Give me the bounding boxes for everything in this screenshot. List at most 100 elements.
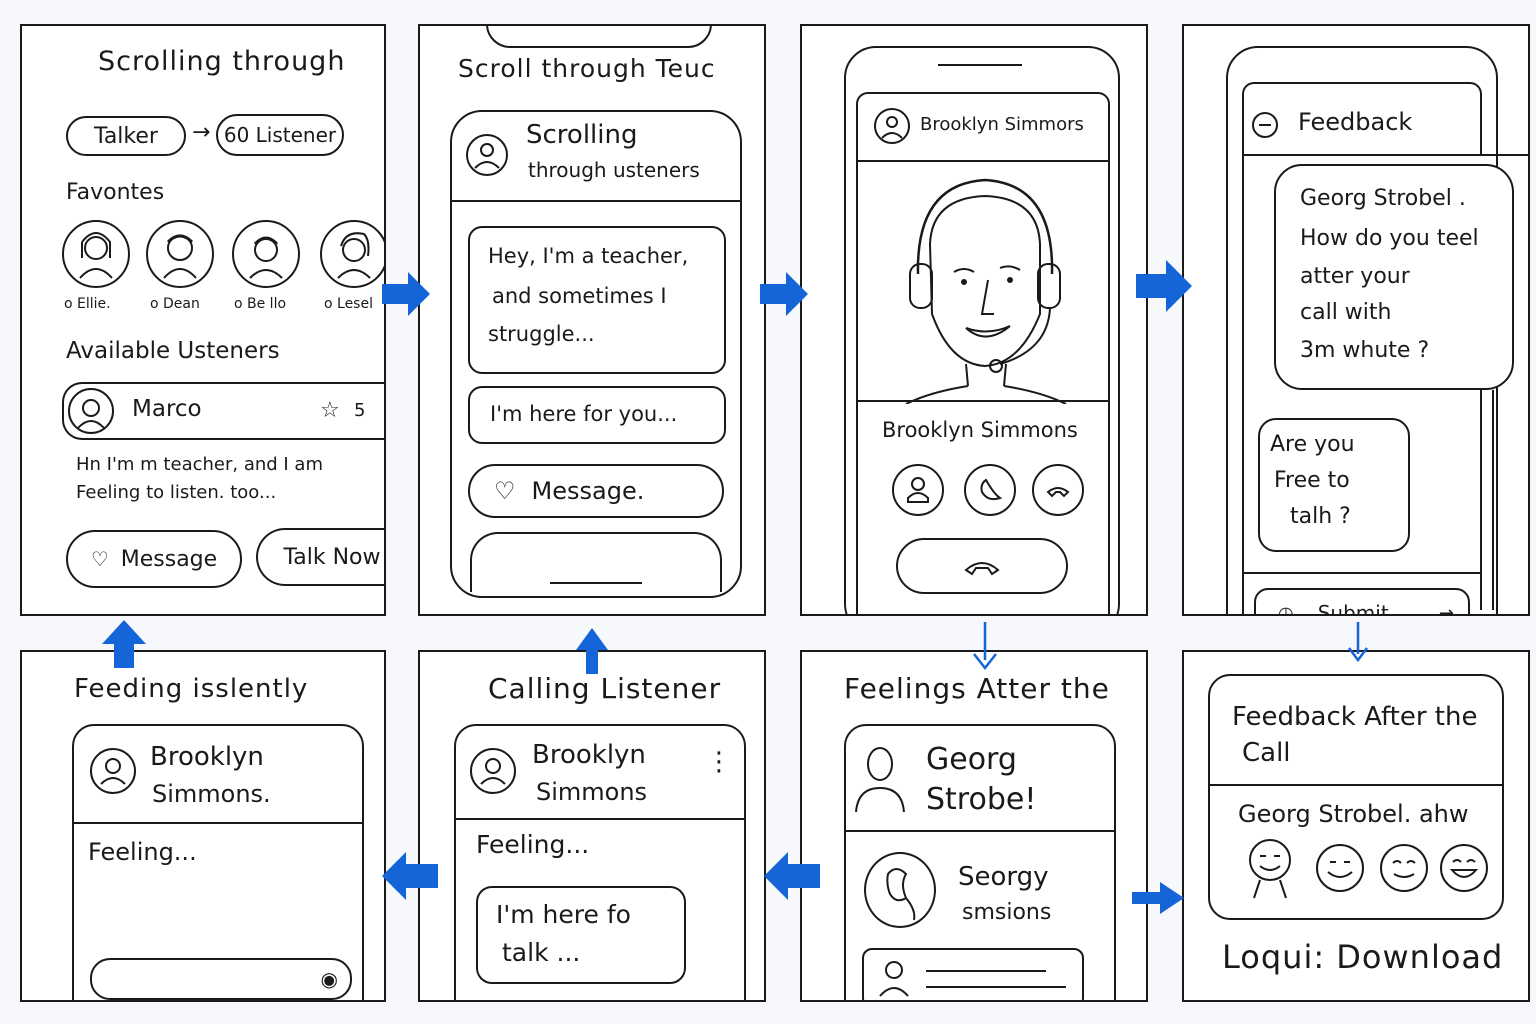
profile-button[interactable] [892, 464, 944, 516]
panel-feeding-silently: Feeding isslently Brooklyn Simmons. Feel… [20, 650, 386, 1002]
panel-title: Scroll through Teuc [458, 54, 716, 83]
person-icon [163, 234, 197, 279]
feedback-header: Feedback [1242, 82, 1482, 154]
avatar-dean[interactable] [146, 220, 214, 288]
message-label: Message [120, 546, 218, 572]
end-call-button[interactable] [896, 538, 1068, 594]
talker-toggle[interactable]: Talker [66, 116, 186, 156]
avatar-ellie[interactable] [62, 220, 130, 288]
bubble-text: struggle... [488, 322, 595, 346]
contact-name: smsions [962, 900, 1052, 925]
reply-text: talh ? [1290, 504, 1351, 529]
subtitle: Georg Strobel. ahw [1238, 800, 1469, 828]
profile-icon [90, 748, 136, 794]
scrollbar [1492, 390, 1494, 610]
reply-bubble[interactable]: I'm here for you... [468, 386, 726, 444]
panel-feelings-after: Feelings Atter the Georg Strobe! Seorgy … [800, 650, 1148, 1002]
favorite-label: o Be llo [234, 296, 287, 312]
phone-frame: Feedback Georg Strobel . How do you teel… [1226, 46, 1528, 616]
panel-feedback: Feedback Georg Strobel . How do you teel… [1182, 24, 1530, 616]
avatar-lesel[interactable] [320, 220, 384, 288]
header-name: Brooklyn Simmors [920, 114, 1084, 135]
person-outline-icon [855, 747, 905, 813]
avatar [68, 388, 114, 434]
divider [858, 400, 1110, 402]
heart-icon: ♡ [90, 547, 109, 571]
person-icon [77, 399, 105, 429]
profile-icon [466, 134, 508, 176]
hang-up-icon [964, 562, 1000, 576]
panel-feedback-after-call: Feedback After the Call Georg Strobel. a… [1182, 650, 1530, 1002]
flow-arrow-left-icon [764, 852, 820, 900]
question-text: atter your [1300, 264, 1410, 289]
contact-name: Georg [926, 742, 1017, 777]
message-input[interactable]: ◉ [90, 958, 352, 1000]
contact-name: Simmons. [152, 780, 271, 808]
caller-name: Brooklyn Simmons [882, 418, 1078, 442]
listener-bio: Feeling to listen. too... [76, 482, 277, 503]
divider [1242, 572, 1480, 574]
header-line: Call [1242, 738, 1291, 768]
panel-title: Calling Listener [488, 672, 722, 705]
avatar-bello[interactable] [232, 220, 300, 288]
panel-call-screen: Brooklyn Simmors Brooklyn Simmons [800, 24, 1148, 616]
arrow-right-icon: → [1438, 602, 1454, 616]
text-placeholder-line [926, 970, 1046, 972]
submit-button[interactable]: ◷ Submit → [1254, 588, 1470, 616]
reply-text: Free to [1274, 468, 1350, 493]
bubble-text: I'm here for you... [490, 402, 678, 426]
phone-icon [1046, 487, 1070, 498]
flow-arrow-down-icon [973, 622, 997, 671]
download-footer[interactable]: Loqui: Download [1222, 938, 1504, 976]
flow-arrow-up-icon [102, 620, 146, 668]
favorites-heading: Favontes [66, 180, 165, 205]
submit-label: Submit [1317, 601, 1389, 616]
divider [1242, 154, 1528, 156]
heart-icon: ♡ [494, 477, 516, 505]
available-heading: Available Usteners [66, 338, 280, 364]
phone-frame: Brooklyn Simmons ⋮ Feeling... I'm here f… [454, 724, 746, 1000]
contact-name: Simmons [536, 778, 648, 806]
phone-frame: Brooklyn Simmons. Feeling... ◉ [72, 724, 364, 1000]
listener-card[interactable]: Marco ☆ 5 [62, 382, 384, 440]
header-line: Scrolling [526, 120, 638, 150]
emoji-icon: ◉ [320, 967, 338, 991]
message-button[interactable]: ♡ Message. [468, 464, 724, 518]
call-card: Brooklyn Simmors Brooklyn Simmons [856, 92, 1110, 614]
person-smile-icon[interactable] [1242, 838, 1298, 900]
favorite-label: o Ellie. [64, 296, 111, 312]
contact-card[interactable] [862, 948, 1084, 1000]
speaker-slot [938, 64, 1022, 66]
contact-name: Brooklyn [150, 742, 264, 772]
more-options-icon[interactable]: ⋮ [706, 747, 732, 777]
panel-title: Feelings Atter the [844, 672, 1110, 705]
person-icon [79, 232, 113, 279]
question-text: How do you teel [1300, 226, 1479, 251]
feeling-text: Feeling... [476, 830, 590, 859]
listener-name: Marco [132, 396, 202, 422]
divider [858, 160, 1110, 162]
speaker-button[interactable] [1032, 464, 1084, 516]
listener-toggle[interactable]: 60 Listener [216, 114, 344, 156]
smile-icon[interactable] [1314, 842, 1366, 894]
panel-title: Scrolling through [98, 46, 346, 77]
message-bubble[interactable]: Hey, I'm a teacher, and sometimes I stru… [468, 226, 726, 374]
message-label: Message. [531, 477, 645, 505]
scroll-track [1242, 154, 1244, 614]
happy-face-icon[interactable] [1438, 842, 1490, 894]
message-button[interactable]: ♡ Message [66, 530, 242, 588]
arrow-right-icon: → [192, 120, 211, 145]
reply-text: Are you [1270, 432, 1355, 457]
flow-arrow-right-icon [1132, 882, 1184, 914]
contact-name: Brooklyn [532, 740, 646, 770]
talk-now-button[interactable]: Talk Now [256, 528, 384, 586]
person-icon [879, 961, 909, 997]
mute-button[interactable] [964, 464, 1016, 516]
scrollbar[interactable] [1480, 390, 1482, 610]
flow-arrow-right-icon [1136, 260, 1192, 312]
contact-name: Strobe! [926, 782, 1037, 817]
divider [1210, 784, 1504, 786]
content-face-icon[interactable] [1378, 842, 1430, 894]
message-bubble: I'm here fo talk ... [476, 886, 686, 984]
home-indicator [550, 582, 642, 584]
